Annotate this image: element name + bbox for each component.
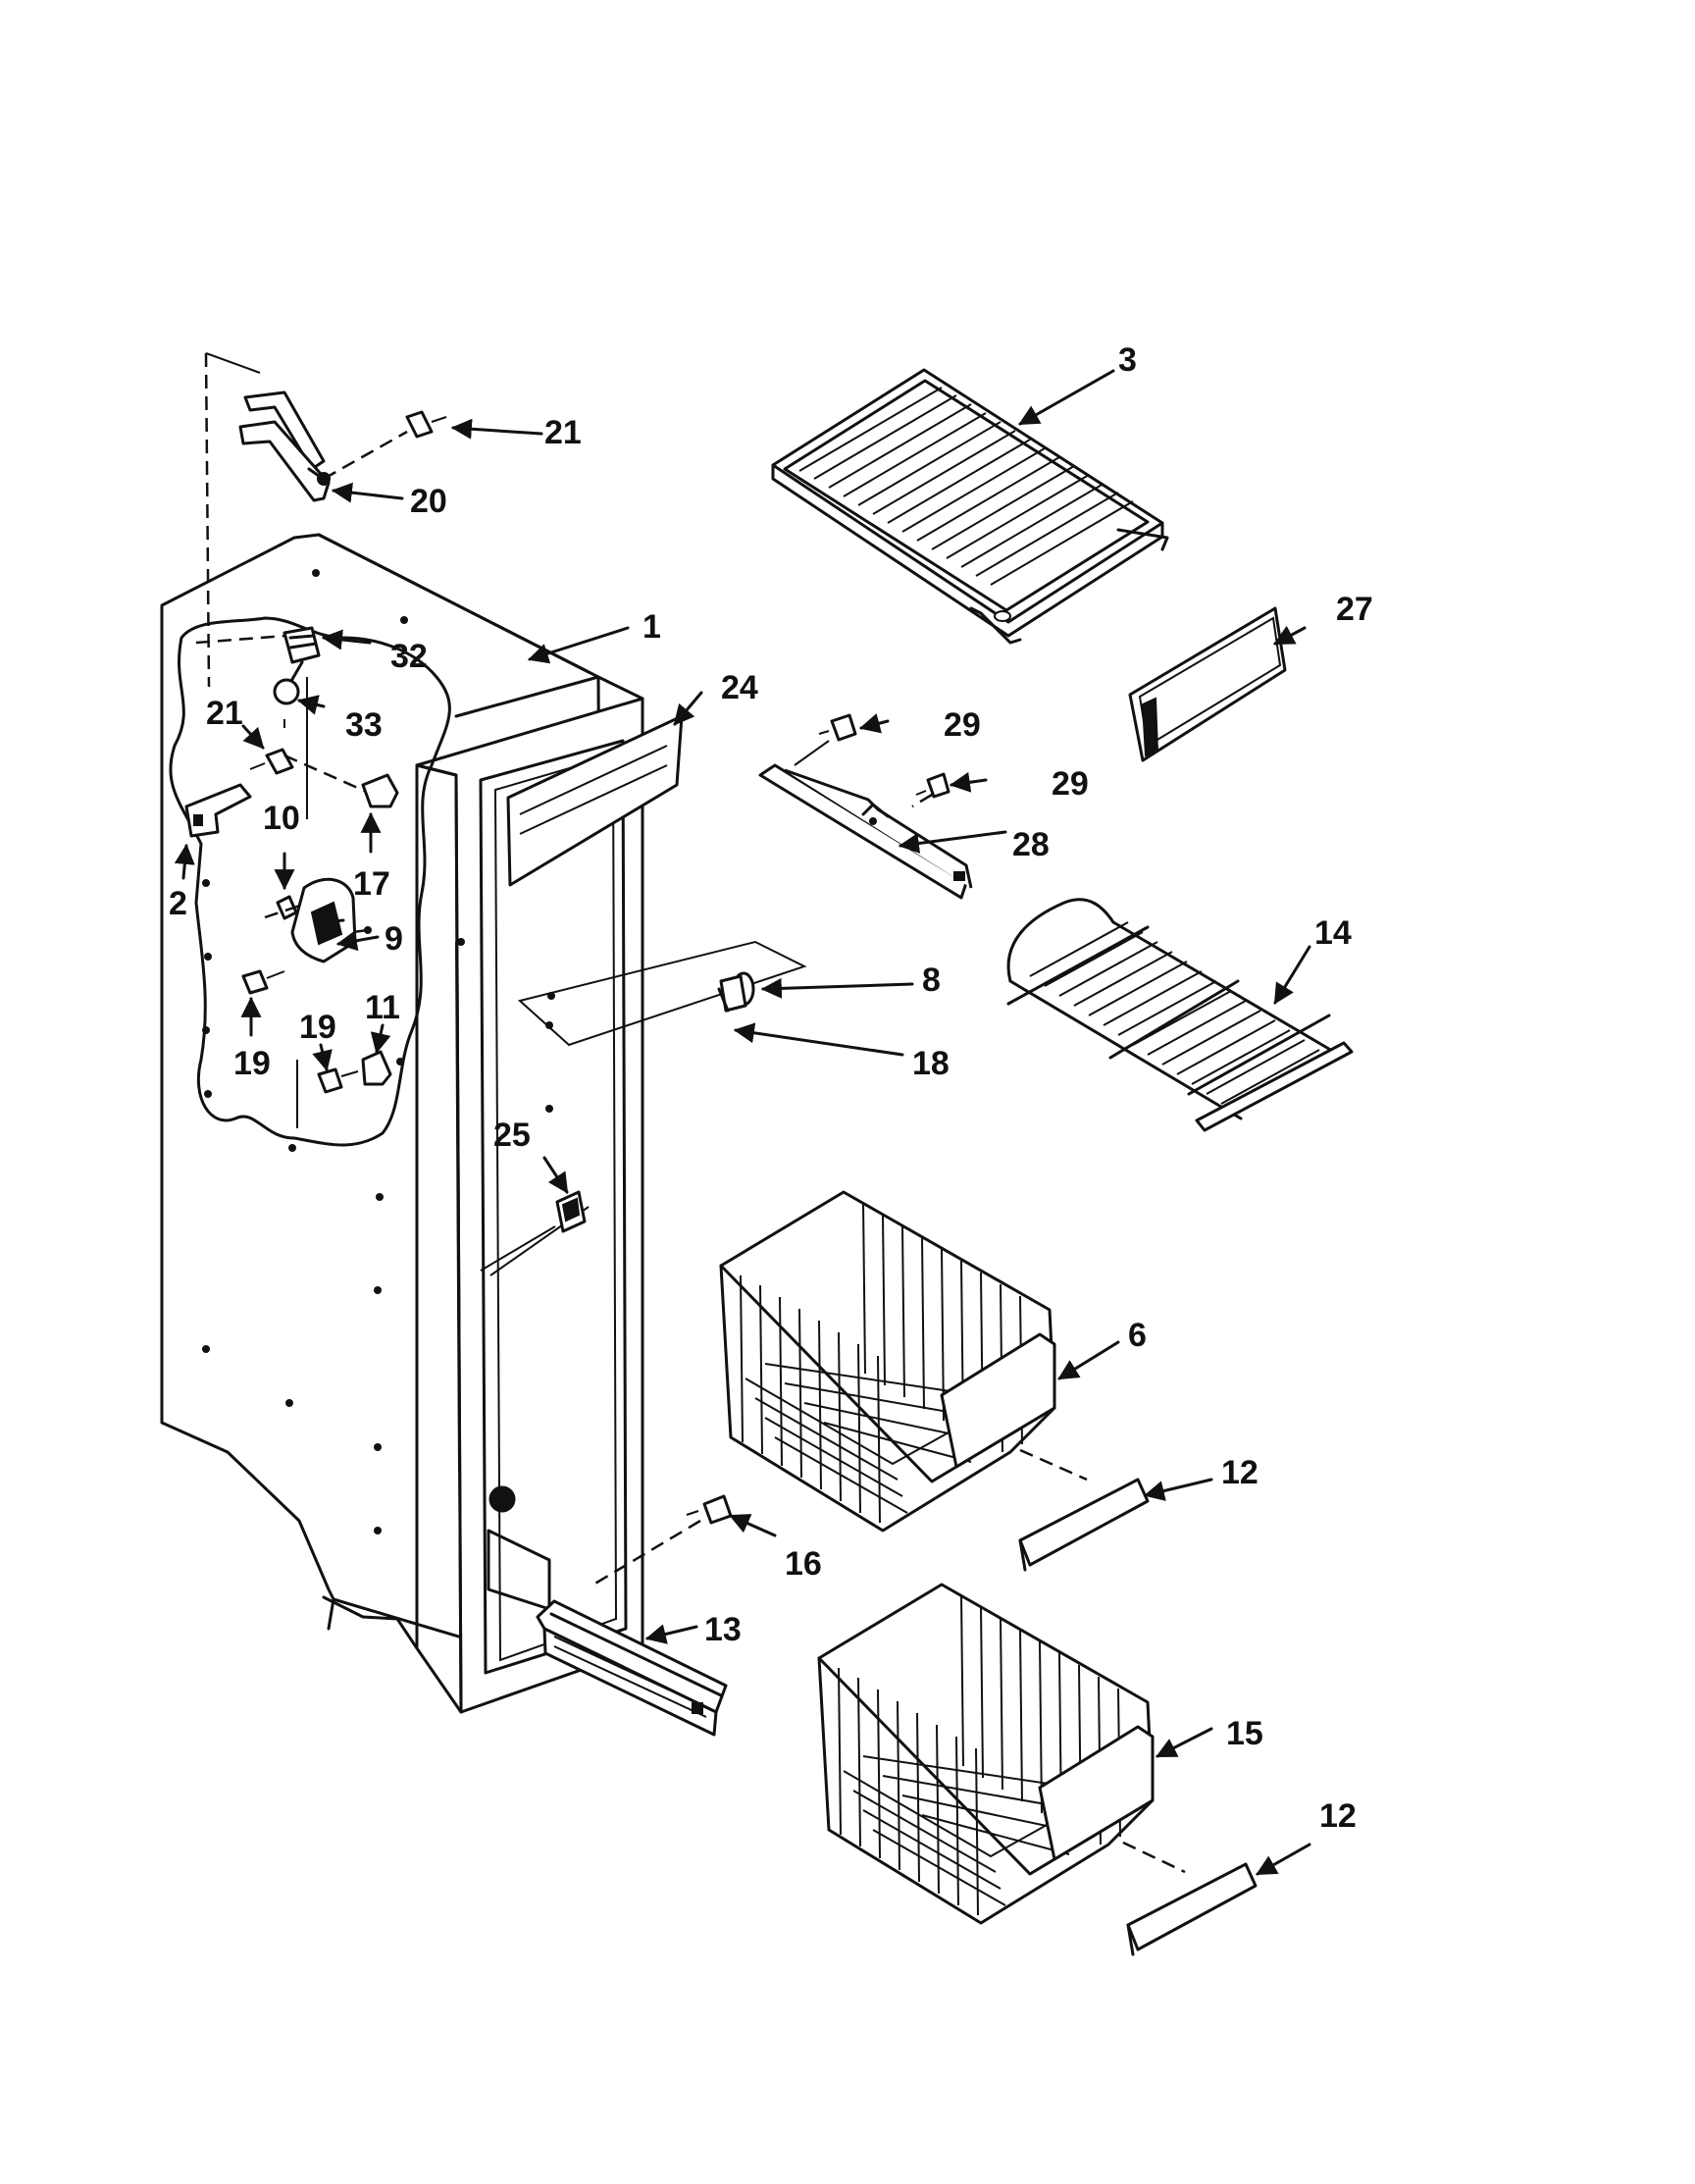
light-bulb-part-33: [273, 660, 304, 705]
light-assembly-part-8: [517, 940, 807, 1047]
shelf-trim-part-27: [1128, 606, 1287, 762]
wire-shelf-part-14: [1006, 898, 1354, 1132]
freezer-liner-cabinet: [160, 533, 644, 1714]
clip-part-17: [361, 773, 399, 808]
screw-part-21-top: [405, 410, 447, 439]
callout-27: 27: [1336, 591, 1373, 628]
callout-1: 1: [642, 608, 661, 646]
callout-9: 9: [385, 920, 403, 958]
shelf-rail-part-28: [758, 763, 973, 900]
callout-13: 13: [704, 1611, 742, 1648]
callout-16: 16: [785, 1545, 822, 1583]
callout-8: 8: [922, 962, 941, 999]
callout-25: 25: [493, 1117, 531, 1154]
callout-3: 3: [1118, 341, 1137, 379]
callout-29-lower: 29: [1052, 765, 1089, 803]
basket-front-part-12-lower: [1126, 1862, 1258, 1956]
screw-part-19-upper: [241, 969, 285, 995]
callout-28: 28: [1012, 826, 1050, 863]
callout-24: 24: [721, 669, 758, 706]
callout-2: 2: [169, 885, 187, 922]
screw-part-29-lower: [915, 772, 950, 799]
callout-12-upper: 12: [1221, 1454, 1258, 1491]
callout-21-lower: 21: [206, 695, 243, 732]
wire-basket-part-15: [817, 1583, 1155, 1925]
callout-6: 6: [1128, 1317, 1147, 1354]
callout-29-upper: 29: [944, 706, 981, 744]
callout-18: 18: [912, 1045, 950, 1082]
leader-lines: [174, 369, 1311, 1876]
callout-19-upper: 19: [299, 1009, 336, 1046]
callout-20: 20: [410, 483, 447, 520]
callout-21-top: 21: [544, 414, 582, 451]
callout-12-lower: 12: [1319, 1797, 1357, 1835]
callout-17: 17: [353, 865, 390, 903]
callout-15: 15: [1226, 1715, 1263, 1752]
basket-front-part-12-upper: [1018, 1478, 1150, 1572]
handle-part-20: [238, 390, 331, 502]
callout-33: 33: [345, 706, 383, 744]
wire-basket-part-6: [719, 1190, 1056, 1533]
glass-shelf-part-3: [771, 368, 1169, 645]
grille-part-13: [536, 1599, 728, 1737]
callout-11: 11: [365, 989, 400, 1026]
callout-19-lower: 19: [233, 1045, 271, 1082]
screw-part-16: [686, 1494, 733, 1525]
light-socket-part-32: [282, 626, 321, 664]
screw-part-21-lower: [249, 748, 294, 775]
callout-32: 32: [390, 638, 428, 675]
switch-part-25: [555, 1190, 587, 1233]
callout-10: 10: [263, 800, 300, 837]
cover-panel-part-24: [506, 714, 684, 887]
bracket-part-2: [184, 783, 252, 838]
callout-14: 14: [1314, 914, 1352, 952]
screw-part-29-upper: [818, 713, 857, 742]
